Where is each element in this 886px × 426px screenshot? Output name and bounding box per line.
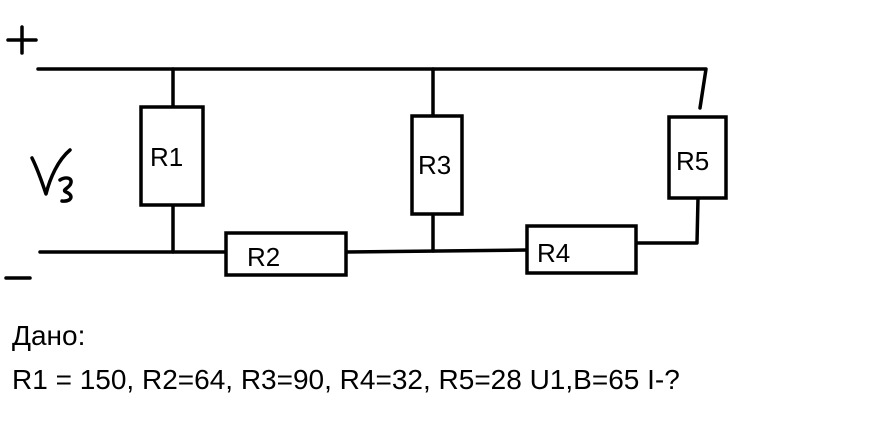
resistor-r5-label: R5: [676, 146, 709, 176]
source-label: [30, 148, 73, 203]
plus-terminal-sign: [6, 25, 38, 55]
resistor-r2: R2: [224, 231, 348, 277]
resistor-r4-label: R4: [537, 238, 570, 268]
given-values-text: R1 = 150, R2=64, R3=90, R4=32, R5=28 U1,…: [12, 364, 680, 395]
resistor-r3: R3: [410, 114, 464, 216]
r2-r4-link-wire: [344, 248, 529, 254]
resistor-r4: R4: [525, 224, 638, 275]
resistor-r5: R5: [667, 115, 728, 200]
given-heading: Дано:: [12, 320, 86, 351]
top-rail-wire: [36, 67, 708, 110]
r4-r5-link-wire: [634, 196, 700, 245]
resistor-r3-label: R3: [418, 150, 451, 180]
resistor-r1: R1: [139, 105, 205, 207]
resistor-r1-label: R1: [150, 142, 183, 172]
resistor-r2-label: R2: [247, 242, 280, 272]
